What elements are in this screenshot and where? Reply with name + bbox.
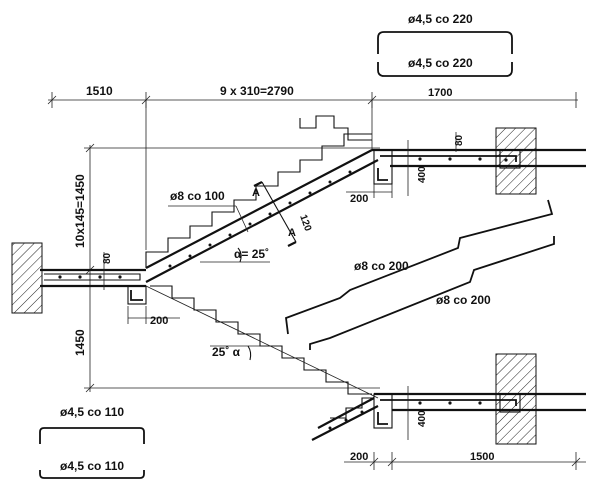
bottom-bar-upper-label: ø4,5 co 110 [60,405,124,419]
angle-upper: α= 25˚ [234,247,269,261]
top-bar-lower-shape [377,62,513,77]
rebar-main-label: ø8 co 100 [170,189,225,203]
dim-400-lower: 400 [417,410,428,427]
dim-200-bottom: 200 [350,451,368,463]
long-rebar-shapes: ø8 co 200 ø8 co 200 [285,199,555,350]
section-a1: A [252,187,260,199]
rebar-long-1-label: ø8 co 200 [354,259,409,273]
dim-run: 9 x 310=2790 [220,84,294,98]
lower-flight: 25˚ α [145,285,379,441]
top-bar-upper-label: ø4,5 co 220 [408,12,473,26]
upper-flight: A A 120 ø8 co 100 α= 25˚ [145,115,379,283]
top-dimensions: 1510 9 x 310=2790 1700 [47,84,578,250]
left-landing: 80 200 [40,252,180,327]
top-bar-detail: ø4,5 co 220 ø4,5 co 220 [377,12,513,77]
dim-1500: 1500 [470,451,494,463]
dim-200-left: 200 [150,315,168,327]
dim-400-upper: 400 [417,166,428,183]
upper-step-profile [145,133,372,268]
bottom-bar-upper-shape [39,427,145,444]
dim-120: 120 [297,213,313,233]
lower-step-profile [150,285,372,395]
dim-rise-lower: 1450 [73,329,87,356]
rebar-long-2-label: ø8 co 200 [436,293,491,307]
dim-200-upper: 200 [350,193,368,205]
dim-80-right: 80 [454,134,465,146]
bottom-bar-lower-label: ø4,5 co 110 [60,459,124,473]
upper-right-landing: 400 80 200 [346,127,586,205]
top-bar-upper-shape [377,31,513,54]
dim-left-landing: 1510 [86,84,113,98]
angle-lower: 25˚ α [212,345,241,359]
rebar-long-1-shape [285,199,554,335]
bottom-bar-detail: ø4,5 co 110 ø4,5 co 110 [39,405,145,479]
dim-80-left: 80 [102,252,113,264]
left-wall [11,242,43,314]
lower-right-landing: 400 200 1500 [344,353,586,470]
left-dimensions: 10x145=1450 1450 [73,143,380,393]
top-bar-lower-label: ø4,5 co 220 [408,56,473,70]
dim-rise-upper: 10x145=1450 [73,174,87,248]
bottom-bar-lower-shape [39,470,145,479]
upper-flight-rebar-dots [168,170,352,268]
section-a2: A [288,227,296,239]
rebar-long-2-shape [309,236,555,350]
dim-right-landing: 1700 [428,87,452,99]
